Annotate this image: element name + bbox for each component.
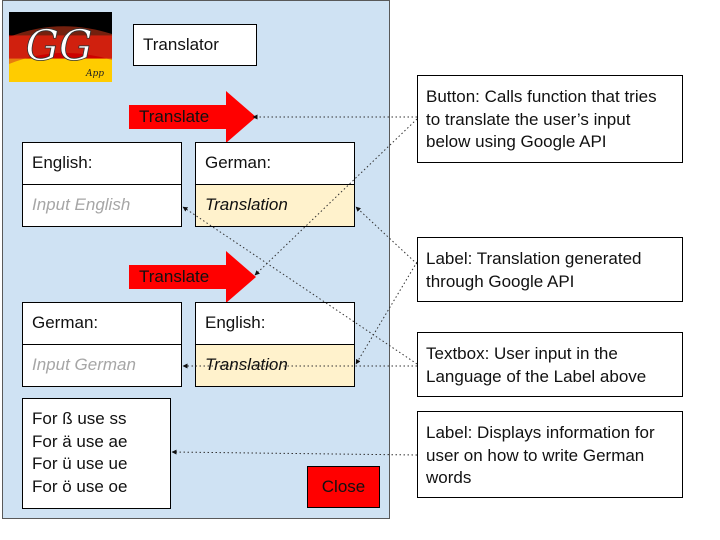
help-line: For ü use ue bbox=[32, 454, 128, 473]
translate-button-label: Translate bbox=[139, 267, 210, 286]
logo-tagline: App bbox=[85, 69, 104, 79]
callout-textbox: Textbox: User input in the Language of t… bbox=[417, 332, 683, 397]
translate-button-german[interactable]: Translate bbox=[129, 251, 257, 303]
translate-button-english[interactable]: Translate bbox=[129, 91, 257, 143]
callout-translation-label: Label: Translation generated through Goo… bbox=[417, 237, 683, 302]
german-input-field[interactable]: Input German bbox=[22, 344, 182, 387]
target-language-label: English: bbox=[195, 302, 355, 345]
source-language-label: English: bbox=[22, 142, 182, 185]
help-line: For ö use oe bbox=[32, 476, 128, 496]
connector-line bbox=[355, 261, 418, 365]
english-input-field[interactable]: Input English bbox=[22, 184, 182, 227]
connector-line bbox=[182, 206, 418, 365]
help-line: For ß use ss bbox=[32, 409, 127, 428]
connector-line bbox=[171, 449, 418, 456]
help-line: For ä use ae bbox=[32, 431, 128, 451]
gg-logo: GG App bbox=[9, 12, 112, 82]
connector-line bbox=[355, 206, 418, 265]
translate-arrow-shape bbox=[129, 251, 256, 303]
callout-info-label: Label: Displays information for user on … bbox=[417, 411, 683, 498]
app-title-text: Translator bbox=[143, 35, 219, 54]
spelling-help-label: For ß use ss For ä use ae For ü use ue F… bbox=[22, 398, 171, 509]
logo-monogram: GG bbox=[25, 21, 92, 70]
app-title: Translator bbox=[133, 24, 257, 66]
source-language-label: German: bbox=[22, 302, 182, 345]
close-button[interactable]: Close bbox=[307, 466, 380, 508]
translate-button-label: Translate bbox=[139, 107, 210, 126]
german-translation-output: Translation bbox=[195, 184, 355, 227]
callout-button: Button: Calls function that tries to tra… bbox=[417, 75, 683, 163]
target-language-label: German: bbox=[195, 142, 355, 185]
translate-arrow-shape bbox=[129, 91, 256, 143]
connector-line bbox=[254, 118, 418, 276]
